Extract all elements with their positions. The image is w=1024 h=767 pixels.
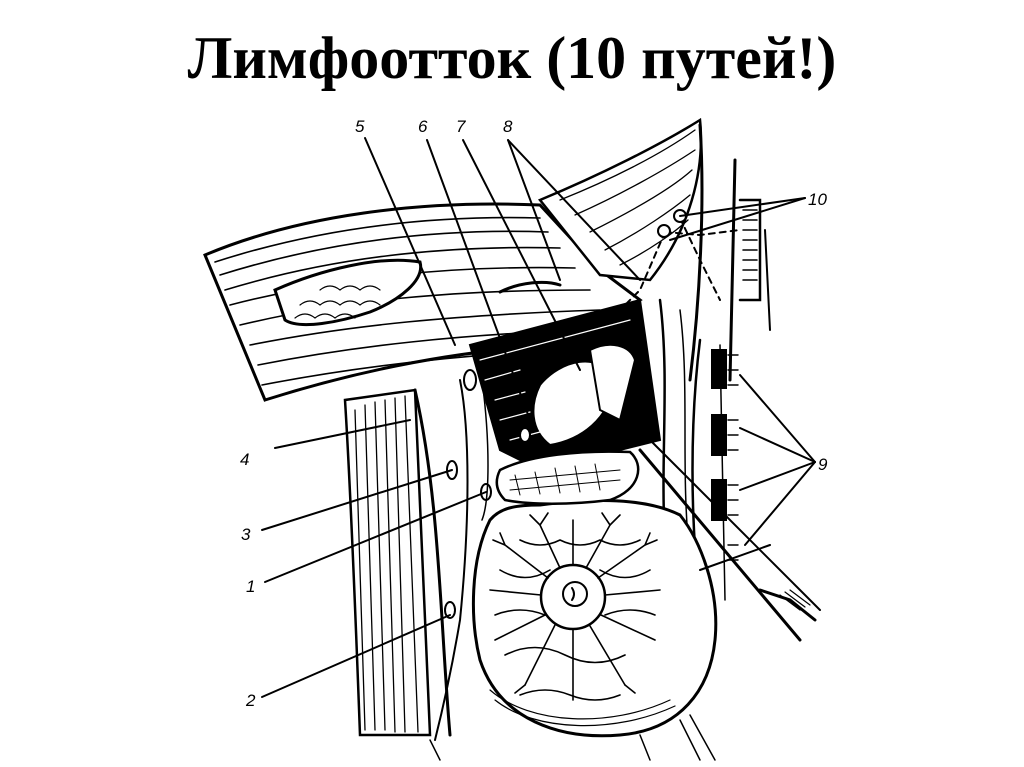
- label-3: 3: [241, 525, 251, 544]
- label-8: 8: [503, 117, 513, 136]
- figure-labels: 5 6 7 8 10 9 4 3 1 2: [240, 117, 828, 710]
- label-6: 6: [418, 117, 428, 136]
- slide-title: Лимфоотток (10 путей!): [187, 25, 837, 91]
- label-7: 7: [456, 117, 466, 136]
- label-1: 1: [246, 577, 255, 596]
- label-2: 2: [245, 691, 256, 710]
- anatomy-drawing: [203, 117, 821, 761]
- label-10: 10: [808, 190, 827, 209]
- label-4: 4: [240, 450, 249, 469]
- label-9: 9: [818, 455, 828, 474]
- label-5: 5: [355, 117, 365, 136]
